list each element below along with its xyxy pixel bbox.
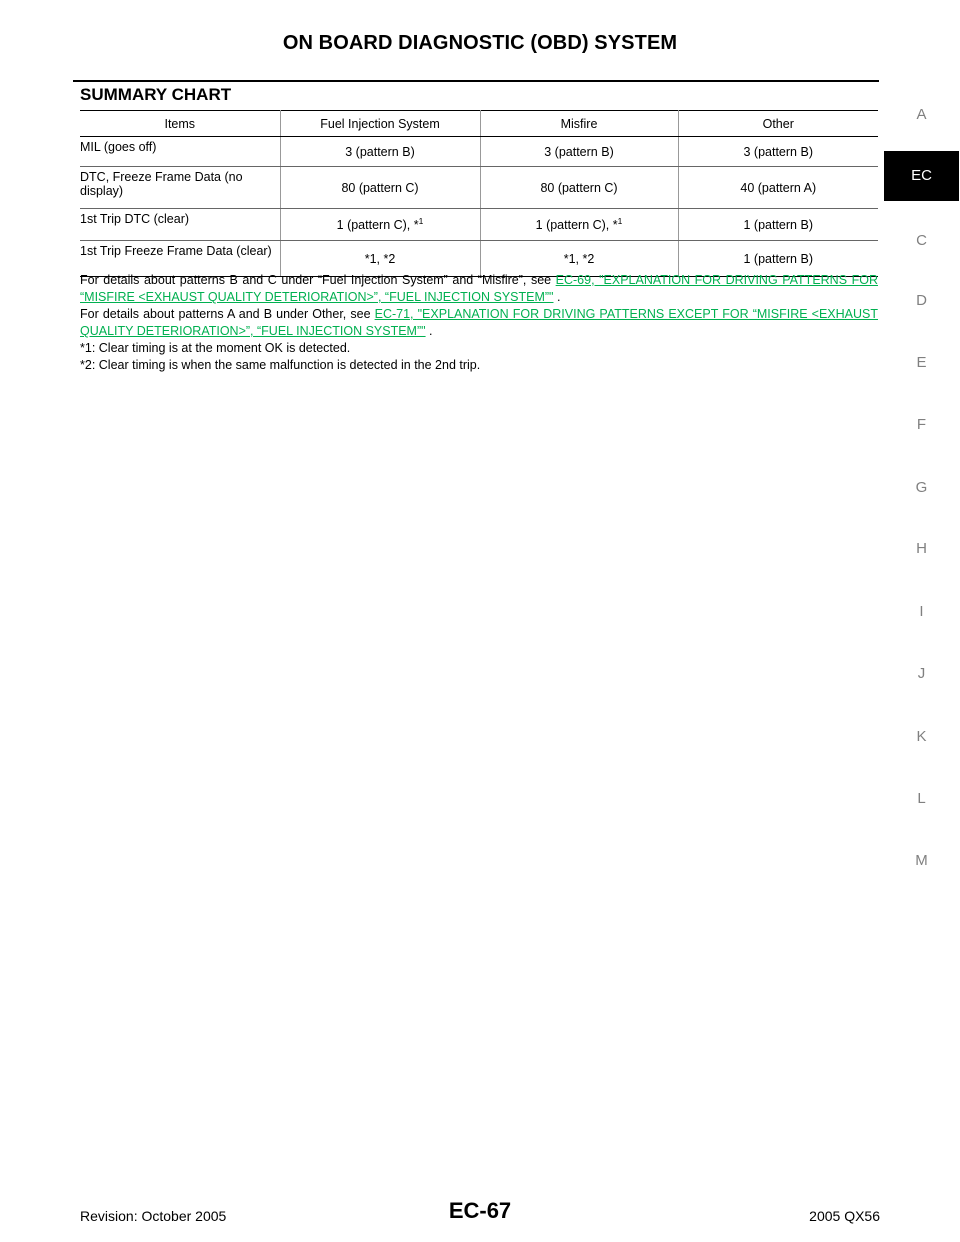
table-header-row: Items Fuel Injection System Misfire Othe… bbox=[80, 110, 878, 137]
row-other: 1 (pattern B) bbox=[678, 208, 878, 241]
row-item: 1st Trip DTC (clear) bbox=[80, 208, 281, 241]
index-letter-j[interactable]: J bbox=[917, 665, 926, 682]
row-other: 3 (pattern B) bbox=[678, 136, 878, 167]
note-patterns-b-c: For details about patterns B and C under… bbox=[80, 272, 878, 306]
footnote-1: *1: Clear timing is at the moment OK is … bbox=[80, 341, 351, 355]
table-row: DTC, Freeze Frame Data (no display) 80 (… bbox=[80, 166, 878, 209]
link-ec-69[interactable]: EC-69, "EXPLANATION FOR DRIVING PATTERNS… bbox=[80, 273, 878, 304]
index-letter-d[interactable]: D bbox=[916, 292, 927, 309]
table-row: 1st Trip DTC (clear) 1 (pattern C), *1 1… bbox=[80, 208, 878, 241]
link-ec-71[interactable]: EC-71, "EXPLANATION FOR DRIVING PATTERNS… bbox=[80, 307, 878, 338]
row-misfire: 3 (pattern B) bbox=[480, 136, 679, 167]
index-letter-m[interactable]: M bbox=[915, 852, 928, 869]
row-misfire: 80 (pattern C) bbox=[480, 166, 679, 209]
index-letter-g[interactable]: G bbox=[915, 479, 928, 496]
index-letter-l[interactable]: L bbox=[917, 790, 926, 807]
row-item: DTC, Freeze Frame Data (no display) bbox=[80, 166, 281, 209]
footnote-ref: 1 bbox=[418, 215, 424, 226]
section-heading: SUMMARY CHART bbox=[80, 85, 232, 104]
header-items: Items bbox=[80, 110, 281, 137]
index-letter-c[interactable]: C bbox=[916, 232, 927, 249]
note-text: For details about patterns B and C under… bbox=[80, 273, 556, 287]
cell-text: 1 (pattern C), * bbox=[336, 217, 419, 232]
table-row: 1st Trip Freeze Frame Data (clear) *1, *… bbox=[80, 240, 878, 277]
header-other: Other bbox=[678, 110, 878, 137]
table-row: MIL (goes off) 3 (pattern B) 3 (pattern … bbox=[80, 136, 878, 167]
index-letter-k[interactable]: K bbox=[916, 728, 927, 745]
cell-text: 1 (pattern C), * bbox=[535, 217, 618, 232]
title-rule bbox=[73, 80, 879, 82]
index-tab-ec-active[interactable]: EC bbox=[884, 151, 959, 201]
row-item: MIL (goes off) bbox=[80, 136, 281, 167]
section-index: A EC C D E F G H I J K L M bbox=[884, 0, 959, 1242]
index-letter-f[interactable]: F bbox=[916, 416, 927, 433]
row-misfire: *1, *2 bbox=[480, 240, 679, 277]
row-fuel: 1 (pattern C), *1 bbox=[280, 208, 481, 241]
index-letter-a[interactable]: A bbox=[916, 106, 927, 123]
row-fuel: 80 (pattern C) bbox=[280, 166, 481, 209]
row-misfire: 1 (pattern C), *1 bbox=[480, 208, 679, 241]
footnote-2: *2: Clear timing is when the same malfun… bbox=[80, 358, 481, 372]
summary-table: Items Fuel Injection System Misfire Othe… bbox=[80, 110, 878, 277]
index-letter-e[interactable]: E bbox=[916, 354, 927, 371]
index-letter-i[interactable]: I bbox=[919, 603, 924, 620]
header-misfire: Misfire bbox=[480, 110, 679, 137]
index-letter-h[interactable]: H bbox=[916, 540, 927, 557]
note-patterns-a-b: For details about patterns A and B under… bbox=[80, 306, 878, 340]
page-title: ON BOARD DIAGNOSTIC (OBD) SYSTEM bbox=[282, 32, 678, 54]
footnote-ref: 1 bbox=[617, 215, 623, 226]
row-other: 1 (pattern B) bbox=[678, 240, 878, 277]
footer-model: 2005 QX56 bbox=[809, 1208, 880, 1224]
notes: For details about patterns B and C under… bbox=[80, 272, 878, 374]
row-fuel: 3 (pattern B) bbox=[280, 136, 481, 167]
row-fuel: *1, *2 bbox=[280, 240, 481, 277]
note-text: . bbox=[553, 290, 561, 304]
header-fuel-injection: Fuel Injection System bbox=[280, 110, 481, 137]
row-other: 40 (pattern A) bbox=[678, 166, 878, 209]
footer-page-number: EC-67 bbox=[448, 1198, 512, 1223]
footer-revision: Revision: October 2005 bbox=[80, 1208, 227, 1224]
note-text: For details about patterns A and B under… bbox=[80, 307, 375, 321]
row-item: 1st Trip Freeze Frame Data (clear) bbox=[80, 240, 281, 277]
note-text: . bbox=[425, 324, 433, 338]
